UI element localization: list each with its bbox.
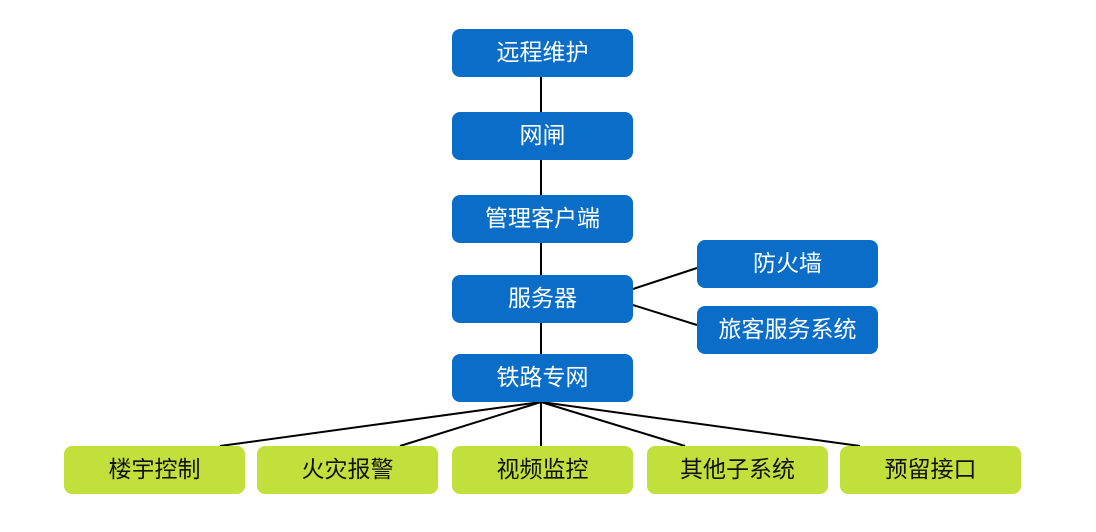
- node-label: 远程维护: [496, 39, 589, 66]
- node-video-monitoring: 视频监控: [452, 446, 633, 494]
- node-remote-maintenance: 远程维护: [452, 29, 633, 77]
- node-firewall: 防火墙: [697, 240, 878, 288]
- node-label: 视频监控: [496, 456, 589, 483]
- connector-rail-building: [219, 401, 542, 447]
- node-label: 其他子系统: [680, 456, 795, 483]
- node-label: 楼宇控制: [108, 456, 201, 483]
- node-fire-alarm: 火灾报警: [257, 446, 438, 494]
- connector-rail-reserved: [540, 401, 861, 447]
- node-label: 铁路专网: [496, 364, 589, 391]
- connector-server-firewall: [632, 267, 698, 290]
- node-reserved-interface: 预留接口: [840, 446, 1021, 494]
- node-passenger-service-system: 旅客服务系统: [697, 306, 878, 354]
- node-gateway: 网闸: [452, 112, 633, 160]
- node-label: 旅客服务系统: [718, 316, 857, 343]
- node-railway-network: 铁路专网: [452, 354, 633, 402]
- node-other-subsystems: 其他子系统: [647, 446, 828, 494]
- node-label: 服务器: [508, 285, 577, 312]
- node-label: 网闸: [519, 122, 566, 149]
- node-management-client: 管理客户端: [452, 195, 633, 243]
- node-building-control: 楼宇控制: [64, 446, 245, 494]
- connector-server-passenger: [632, 304, 698, 326]
- connector-rail-other: [540, 401, 686, 447]
- connector-rail-fire: [399, 401, 542, 447]
- node-label: 火灾报警: [301, 456, 394, 483]
- node-server: 服务器: [452, 275, 633, 323]
- node-label: 预留接口: [884, 456, 977, 483]
- node-label: 防火墙: [753, 250, 822, 277]
- node-label: 管理客户端: [485, 205, 600, 232]
